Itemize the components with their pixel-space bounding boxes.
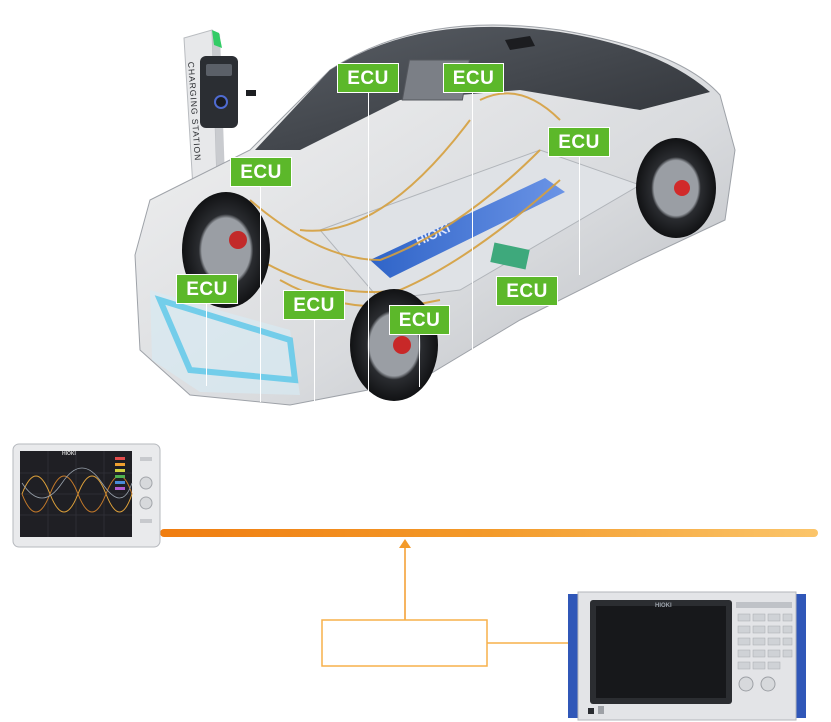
oscilloscope-brand: HIOKI bbox=[62, 451, 76, 457]
ecu-label: ECU bbox=[176, 274, 238, 304]
ecu-label: ECU bbox=[443, 63, 504, 93]
ecu-label: ECU bbox=[283, 290, 345, 320]
oscilloscope-device bbox=[12, 443, 161, 548]
ecu-leader-line bbox=[206, 304, 207, 386]
ecu-label: ECU bbox=[548, 127, 610, 157]
charging-station bbox=[183, 29, 238, 223]
bus-tap-arrow bbox=[399, 539, 411, 548]
interface-box bbox=[321, 619, 488, 667]
ecu-label: ECU bbox=[389, 305, 450, 335]
ecu-label: ECU bbox=[337, 63, 399, 93]
power-analyzer-brand: HIOKI bbox=[655, 603, 672, 609]
ecu-leader-line bbox=[314, 320, 315, 405]
ecu-label: ECU bbox=[496, 276, 558, 306]
ecu-label: ECU bbox=[230, 157, 292, 187]
battery-pack: HIOKI bbox=[319, 59, 642, 301]
ecu-leader-line bbox=[419, 335, 420, 387]
bus-line bbox=[160, 529, 818, 537]
ecu-leader-line bbox=[579, 157, 580, 275]
rear-tire bbox=[636, 138, 716, 238]
ecu-leader-line bbox=[472, 92, 473, 350]
ecu-leader-line bbox=[260, 187, 261, 402]
ecu-leader-line bbox=[368, 92, 369, 400]
power-analyzer-device bbox=[568, 591, 806, 721]
